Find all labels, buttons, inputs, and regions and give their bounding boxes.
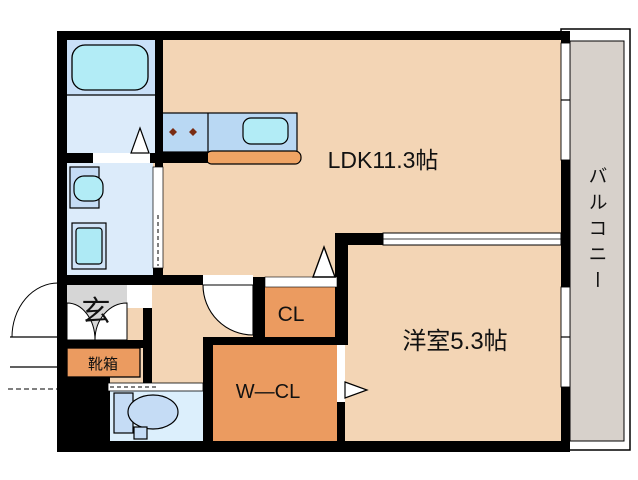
counter-front-edge <box>205 150 302 165</box>
bathroom <box>67 40 155 95</box>
vanity-basin <box>73 175 104 202</box>
wall-wcl-top <box>203 337 348 345</box>
wall-left <box>57 31 67 452</box>
balcony-label: バルコニー <box>586 166 607 296</box>
lavatory-room <box>67 163 153 275</box>
balcony-floor <box>569 40 625 442</box>
wall-partition-end <box>348 233 383 245</box>
stove-burner-icon <box>189 128 197 136</box>
washroom-door-gap <box>93 153 150 163</box>
wcl-opening <box>337 345 345 402</box>
walk-in-closet-label: W—CL <box>236 381 300 403</box>
toilet-bowl <box>127 394 179 430</box>
wall-wcl-right <box>337 402 345 441</box>
wall-bottom <box>57 441 570 452</box>
closet-floor <box>265 287 335 337</box>
entrance-label: 玄 <box>81 295 110 328</box>
wall-shoebox-top <box>57 340 152 348</box>
walk-in-closet-floor <box>213 345 337 441</box>
wall-bath-right <box>155 31 163 157</box>
stove-burner-icon <box>169 128 177 136</box>
ldk-label: LDK11.3帖 <box>328 147 439 173</box>
kitchen-sink <box>242 117 289 145</box>
closet-opening <box>264 276 338 288</box>
ldk-door-swing <box>202 284 254 336</box>
entrance-passage <box>127 285 152 308</box>
shoe-box: 靴箱 <box>66 347 141 378</box>
entrance-door-swing-right <box>94 302 128 341</box>
wall-right-c <box>561 387 570 441</box>
walk-in-closet: W—CL <box>213 345 337 441</box>
ldk-door-gap <box>203 275 253 285</box>
bedroom-label: 洋室5.3帖 <box>402 328 507 355</box>
balcony: バルコニー <box>560 28 631 451</box>
toilet-room <box>108 383 203 441</box>
wall-right-b <box>561 160 570 287</box>
toilet-flush-box <box>133 426 148 440</box>
walls <box>57 31 570 452</box>
washroom-door-marker <box>130 126 150 154</box>
wall-top <box>57 31 570 40</box>
wall-under-burners <box>160 152 208 163</box>
washing-machine <box>75 227 103 265</box>
ldk-window <box>560 42 571 161</box>
wall-corner-block <box>57 377 110 452</box>
closet-label: CL <box>278 303 305 326</box>
shoe-box-label: 靴箱 <box>88 356 118 373</box>
wall-bath-bottom-left <box>57 153 93 163</box>
closet-cl: CL <box>265 287 335 337</box>
entrance-door-arc <box>11 282 59 338</box>
entrance-area: 玄 <box>66 285 152 341</box>
wall-cl-left <box>253 277 265 337</box>
wcl-door-marker <box>344 381 369 399</box>
wall-right-a <box>561 40 570 43</box>
wall-slider-top <box>155 157 163 167</box>
doors-and-openings <box>8 42 571 402</box>
closet-door-marker <box>311 244 337 278</box>
bathtub <box>71 44 149 91</box>
wall-bedroom-left <box>335 233 348 345</box>
wall-toilet-right <box>203 345 213 441</box>
wall-hall-ldk <box>57 275 203 285</box>
